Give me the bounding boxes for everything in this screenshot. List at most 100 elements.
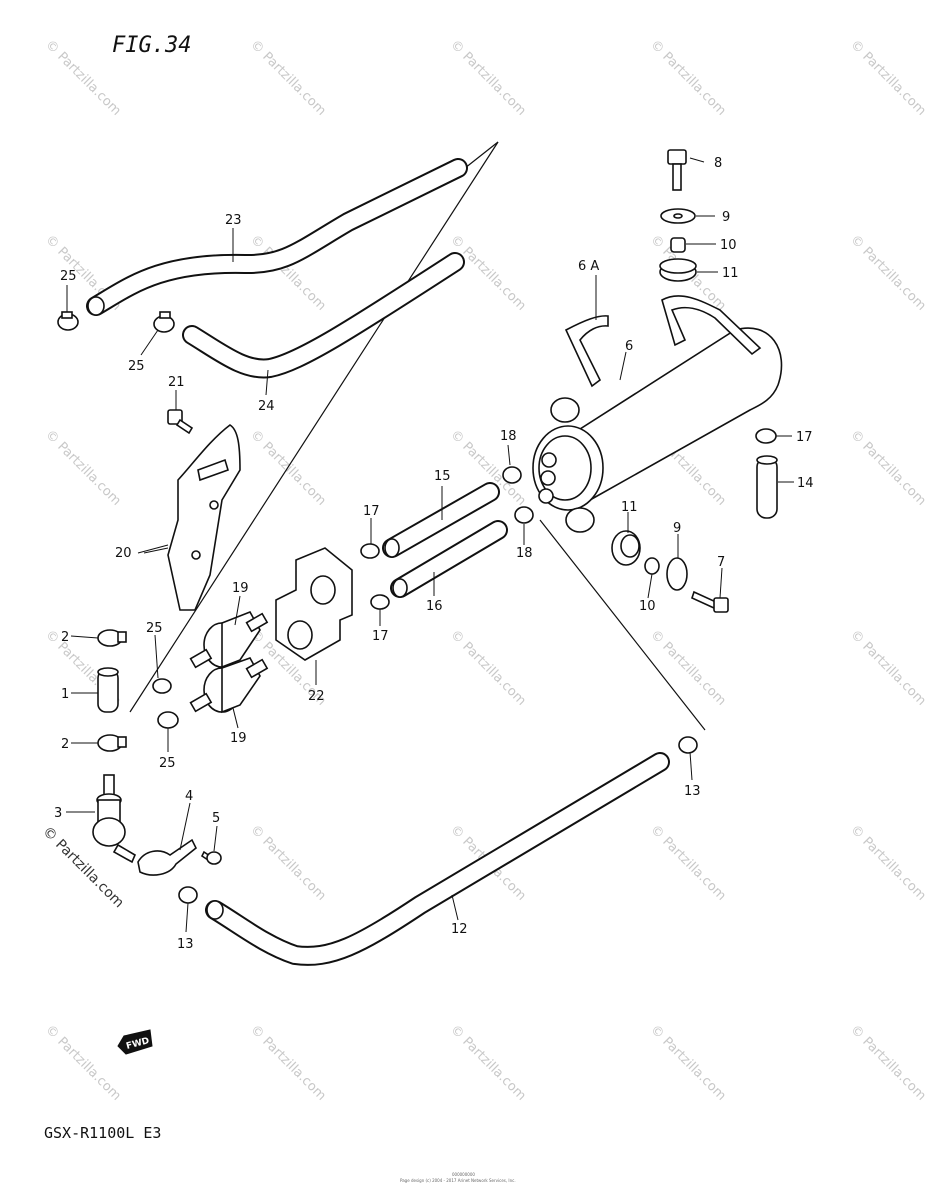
watermark: © Partzilla.com (647, 822, 729, 904)
valve-3[interactable] (92, 774, 137, 864)
callout-7: 7 (717, 555, 725, 570)
callout-11: 11 (722, 266, 739, 281)
model-label: GSX-R1100L E3 (44, 1124, 161, 1142)
callout-14: 14 (797, 476, 814, 491)
callout-18-lower: 18 (516, 546, 533, 561)
callout-17-lower: 17 (372, 629, 389, 644)
watermark: © Partzilla.com (447, 37, 529, 119)
hose-14[interactable] (756, 455, 778, 519)
hose-15[interactable] (382, 482, 500, 558)
watermark: © Partzilla.com (647, 37, 729, 119)
screw-5[interactable] (200, 850, 222, 865)
callout-22: 22 (308, 689, 325, 704)
watermark: © Partzilla.com (42, 1022, 124, 1104)
bolt-8[interactable] (667, 149, 687, 191)
grommet-11-lower[interactable] (611, 530, 641, 566)
washer-9-lower[interactable] (666, 557, 688, 591)
bolt-7[interactable] (691, 590, 729, 613)
watermark: © Partzilla.com (447, 232, 529, 314)
watermark: © Partzilla.com (447, 627, 529, 709)
callout-10: 10 (720, 238, 737, 253)
callout-6: 6 (625, 339, 633, 354)
watermark: © Partzilla.com (847, 427, 927, 509)
callout-15: 15 (434, 469, 451, 484)
filter-19-lower[interactable] (189, 657, 269, 714)
callout-21: 21 (168, 375, 185, 390)
watermark: © Partzilla.com (647, 1022, 729, 1104)
callout-1: 1 (61, 687, 69, 702)
guide-line (539, 519, 706, 731)
grommet-11-top[interactable] (659, 258, 697, 282)
clamp-13-upper[interactable] (678, 736, 698, 754)
clamp-25-lower-upper[interactable] (152, 678, 172, 694)
canister-6[interactable] (532, 327, 783, 533)
callout-9-lower: 9 (673, 521, 681, 536)
callout-10-lower: 10 (639, 599, 656, 614)
washer-9-top[interactable] (660, 208, 696, 224)
clamp-18-upper[interactable] (502, 466, 522, 484)
callout-16: 16 (426, 599, 443, 614)
callout-25-lower: 25 (159, 756, 176, 771)
callout-25-upper-left: 25 (60, 269, 77, 284)
watermark: © Partzilla.com (247, 37, 329, 119)
watermark: © Partzilla.com (847, 37, 927, 119)
callout-9: 9 (722, 210, 730, 225)
fwd-arrow-icon: FWD (117, 1029, 153, 1055)
watermark: © Partzilla.com (847, 1022, 927, 1104)
watermark: © Partzilla.com (647, 627, 729, 709)
callout-8: 8 (714, 156, 722, 171)
callout-3: 3 (54, 806, 62, 821)
clamp-2-lower[interactable] (97, 734, 127, 752)
filter-19-upper[interactable] (189, 610, 269, 669)
callout-11-lower: 11 (621, 500, 638, 515)
callout-19-lower: 19 (230, 731, 247, 746)
hose-16[interactable] (390, 520, 508, 598)
watermark: © Partzilla.com (42, 427, 124, 509)
watermark: © Partzilla.com (847, 232, 927, 314)
bracket-6a[interactable] (564, 315, 609, 388)
hose-12[interactable] (205, 752, 670, 966)
callout-19-upper: 19 (232, 581, 249, 596)
watermark: © Partzilla.com (247, 822, 329, 904)
callout-20: 20 (115, 546, 132, 561)
collar-10-top[interactable] (670, 237, 686, 253)
callouts: 8 9 10 11 6 A 6 17 14 23 25 25 24 21 15 … (54, 156, 814, 952)
clamp-17-right[interactable] (755, 428, 777, 444)
clamp-4[interactable] (137, 838, 198, 876)
footer-line-1: 000000000 (452, 1172, 475, 1177)
watermark: © Partzilla.com (847, 822, 927, 904)
watermark: © Partzilla.com (847, 627, 927, 709)
holder-22[interactable] (275, 547, 353, 661)
leader-lines (66, 157, 794, 933)
callout-18-upper: 18 (500, 429, 517, 444)
clamp-25-upper-left[interactable] (57, 311, 79, 331)
hose-1[interactable] (97, 667, 119, 713)
clamp-13-lower[interactable] (178, 886, 198, 904)
collar-10-lower[interactable] (644, 557, 660, 575)
hose-24[interactable] (182, 252, 465, 379)
callout-24: 24 (258, 399, 275, 414)
footer-line-2: Page design (c) 2004 - 2017 Arinet Netwo… (400, 1178, 516, 1183)
callout-17-right: 17 (796, 430, 813, 445)
canister-bracket[interactable] (661, 295, 762, 356)
figure-title: FIG.34 (112, 33, 191, 58)
callout-6a: 6 A (578, 259, 599, 274)
guide-line (129, 141, 499, 713)
clamp-17-upper[interactable] (360, 543, 380, 559)
hose-23[interactable] (86, 158, 468, 316)
clamp-17-lower[interactable] (370, 594, 390, 610)
clamp-2-upper[interactable] (97, 629, 127, 647)
bracket-20[interactable] (167, 424, 241, 611)
callout-25-lower-upper: 25 (146, 621, 163, 636)
clamp-25-lower[interactable] (157, 711, 179, 729)
bolt-21[interactable] (167, 409, 194, 435)
callout-13-upper: 13 (684, 784, 701, 799)
callout-2-upper: 2 (61, 630, 69, 645)
callout-12: 12 (451, 922, 468, 937)
callout-4: 4 (185, 789, 193, 804)
clamp-25-upper[interactable] (153, 311, 175, 333)
clamp-18-lower[interactable] (514, 506, 534, 524)
callout-13-lower: 13 (177, 937, 194, 952)
